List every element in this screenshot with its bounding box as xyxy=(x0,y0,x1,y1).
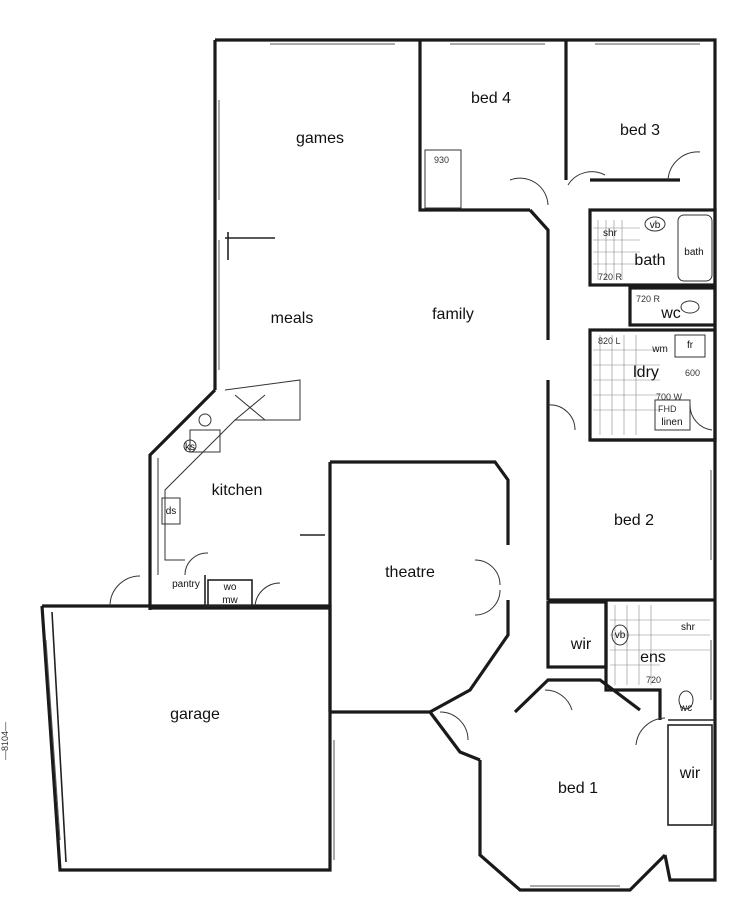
label-bath-tub: bath xyxy=(684,247,703,258)
outer-walls xyxy=(40,38,717,892)
dimension-labels: 930 720 R 720 R 820 L 600 700 W FHD 720 xyxy=(434,155,700,685)
interior-walls xyxy=(150,40,717,826)
doors xyxy=(109,151,713,746)
label-theatre: theatre xyxy=(385,564,435,581)
label-bed3: bed 3 xyxy=(620,122,660,139)
label-fr: fr xyxy=(687,340,694,351)
label-mw: mw xyxy=(222,595,238,606)
dim-930: 930 xyxy=(434,155,449,165)
label-ldry: ldry xyxy=(633,364,659,381)
label-pantry: pantry xyxy=(172,579,200,590)
label-shr-ens: shr xyxy=(681,622,696,633)
label-garage: garage xyxy=(170,706,220,723)
room-labels: games bed 4 bed 3 bath bath shr vb meals… xyxy=(166,90,704,797)
label-bed1: bed 1 xyxy=(558,780,598,797)
label-linen: linen xyxy=(661,417,682,428)
kitchen-fittings xyxy=(157,379,301,575)
label-bath: bath xyxy=(634,252,665,269)
label-wm: wm xyxy=(651,344,668,355)
windows xyxy=(45,43,712,887)
label-meals: meals xyxy=(271,310,314,327)
label-family: family xyxy=(432,306,474,323)
label-wir-ens: wir xyxy=(570,636,592,653)
label-bed2: bed 2 xyxy=(614,512,654,529)
label-wo: wo xyxy=(223,582,237,593)
label-wir-bed1: wir xyxy=(679,765,701,782)
margin-note: —8104— xyxy=(0,722,10,760)
label-ds: ds xyxy=(166,506,177,517)
label-vb-bath: vb xyxy=(650,220,661,231)
dim-720-ens: 720 xyxy=(646,675,661,685)
label-ens: ens xyxy=(640,649,666,666)
label-kitchen: kitchen xyxy=(212,482,263,499)
dim-700w: 700 W xyxy=(656,392,683,402)
dim-820l: 820 L xyxy=(598,336,621,346)
label-ks: ks xyxy=(185,442,195,453)
label-shr-bath: shr xyxy=(603,228,618,239)
label-bed4: bed 4 xyxy=(471,90,511,107)
label-vb-ens: vb xyxy=(615,630,626,641)
label-wc-ens: wc xyxy=(679,703,692,714)
dim-720r-bath: 720 R xyxy=(598,272,623,282)
label-wc: wc xyxy=(660,305,681,322)
dim-fhd: FHD xyxy=(658,404,677,414)
dim-720r-wc: 720 R xyxy=(636,294,661,304)
dim-600: 600 xyxy=(685,368,700,378)
label-games: games xyxy=(296,130,344,147)
bathroom-fixtures xyxy=(424,149,713,710)
